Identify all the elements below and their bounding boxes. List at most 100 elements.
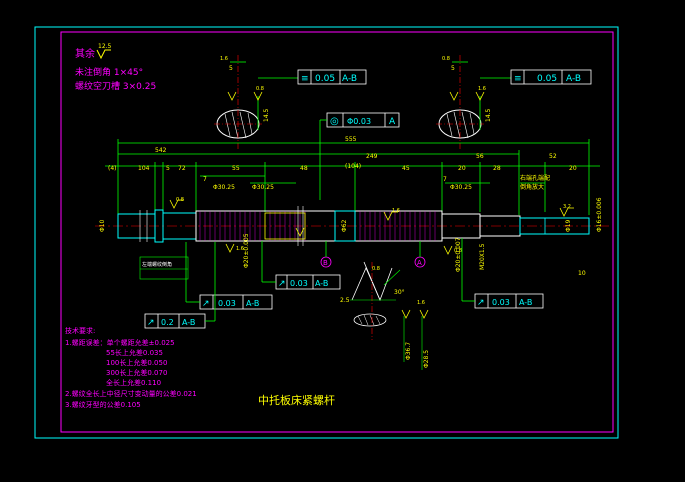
tol-value: 0.03: [290, 279, 308, 288]
roughness-symbol-icon: [96, 49, 111, 60]
dim-overall: 555: [345, 136, 357, 143]
dim: 28: [493, 165, 501, 172]
dim: 48: [300, 165, 308, 172]
tolerance-frame-1: ≡ 0.05 A-B: [297, 69, 367, 85]
tech-line: 2.螺纹全长上中径尺寸变动量的公差0.021: [65, 389, 197, 398]
roughness-marks: [169, 199, 574, 255]
detail-dim: Φ28.5: [423, 350, 430, 368]
roughness-label: 0.8: [256, 86, 264, 92]
roughness-label: 1.6: [392, 208, 400, 214]
shaft: [95, 206, 610, 246]
left-note: 左端螺纹倒角: [142, 261, 172, 268]
roughness-label: 1.6: [220, 56, 228, 62]
tech-line: 1.螺距误差：单个螺距允差±0.025: [65, 338, 175, 347]
tol-datum: A: [389, 117, 396, 127]
keyslot-section-right: 14.5 5 0.8 1.6: [436, 55, 511, 150]
dim: 20: [458, 165, 466, 172]
roughness-label: 1.6: [478, 86, 486, 92]
chamfer-note: 未注倒角 1×45°: [75, 66, 143, 78]
keyslot-depth-left: 5: [229, 65, 233, 72]
roughness-values: 0.8 1.6 1.6 0.8 3.2: [176, 197, 571, 254]
tech-heading: 技术要求:: [65, 326, 95, 335]
dim: 7: [443, 176, 447, 183]
tol-value: 0.2: [161, 318, 174, 327]
runout-icon: ↗: [202, 299, 210, 309]
thread-angle: 30°: [394, 289, 405, 296]
keyslot-dim-left: 14.5: [263, 108, 270, 122]
dim: 249: [366, 153, 378, 160]
dim: 104: [138, 165, 150, 172]
remaining-roughness: 12.5: [98, 43, 112, 50]
tech-line: 100长上允差0.050: [106, 358, 167, 367]
datum-a-label: A: [417, 259, 422, 267]
tech-line: 300长上允差0.070: [106, 368, 167, 377]
dim: 45: [402, 165, 410, 172]
tol-value: Φ0.03: [347, 117, 371, 126]
dimension-text: 555 542 (4) 104 5 72 55 48 (104) 249 45 …: [108, 136, 586, 277]
tol-datum: A-B: [182, 318, 195, 327]
dim: 52: [549, 153, 557, 160]
concentricity-icon: ◎: [330, 116, 339, 127]
tol-datum: A-B: [519, 298, 532, 307]
keyslot-dim-right: 14.5: [485, 108, 492, 122]
tol-value: 0.05: [315, 74, 335, 84]
phi-label: Φ62: [341, 219, 348, 232]
dim-bracket: (4): [108, 165, 117, 172]
dimension-lines: [105, 139, 600, 215]
dim: 20: [569, 165, 577, 172]
tolerance-frame-6: ↗ 0.03 A-B: [461, 238, 544, 309]
phi-label: Φ10: [99, 219, 106, 232]
tol-datum: A-B: [566, 74, 581, 84]
runout-icon: ↗: [477, 298, 485, 308]
thread-profile-detail: 30° 2.5 0.8 1.6 Φ36.7 Φ28.5: [340, 261, 430, 370]
roughness-label: 0.8: [454, 248, 462, 254]
tolerance-frame-3: ◎ Φ0.03 A: [319, 112, 400, 200]
roughness-label: 0.8: [372, 266, 380, 272]
dim: 7: [203, 176, 207, 183]
general-notes: 其余 12.5 未注倒角 1×45° 螺纹空刀槽 3×0.25: [75, 43, 156, 92]
groove-note: 螺纹空刀槽 3×0.25: [75, 80, 156, 92]
dia-label: Φ20±0.005: [243, 233, 250, 268]
tol-value: 0.03: [218, 299, 236, 308]
drawing-title: 中托板床紧螺杆: [258, 393, 335, 407]
tol-datum: A-B: [315, 279, 328, 288]
dim: 56: [476, 153, 484, 160]
roughness-label: 3.2: [563, 204, 571, 210]
datum-b-label: B: [323, 259, 328, 267]
tol-datum: A-B: [342, 74, 357, 84]
thread-dim: Φ30.25: [213, 184, 235, 191]
note: 右端孔端配: [520, 174, 550, 182]
tol-datum: A-B: [246, 299, 259, 308]
tech-line: 55长上允差0.035: [106, 348, 163, 357]
detail-dim: Φ36.7: [405, 342, 412, 360]
tol-value: 0.03: [492, 298, 510, 307]
thread-dim: Φ30.25: [252, 184, 274, 191]
roughness-label: 1.6: [417, 300, 425, 306]
phi-label: Φ19: [565, 219, 572, 232]
dim: (104): [345, 163, 361, 170]
tolerance-frame-4: ↗ 0.03 A-B: [261, 241, 341, 290]
tolerance-frame-7: ↗ 0.2 A-B: [144, 242, 216, 329]
left-thread-note: 左端螺纹倒角: [139, 256, 189, 280]
datum-a-marker: A: [414, 241, 426, 268]
symmetry-icon: ≡: [514, 74, 522, 84]
dim: 55: [232, 165, 240, 172]
datum-b-marker: B: [320, 241, 332, 268]
runout-icon: ↗: [147, 318, 155, 328]
dim: 10: [578, 270, 586, 277]
tech-line: 3.螺纹牙型的公差0.105: [65, 400, 141, 409]
keyslot-depth-right: 5: [451, 65, 455, 72]
keyslot-section-left: 14.5 5 1.6 0.8: [214, 55, 298, 150]
tolerance-frame-5: ↗ 0.03 A-B: [185, 242, 273, 310]
thread-dim: Φ30.25: [450, 184, 472, 191]
note: 倒角放大: [520, 183, 544, 191]
shaft-labels: Φ10 Φ62 Φ19 Φ16±0.006 Φ20±0.005 Φ20±0.00…: [99, 197, 603, 272]
roughness-label: 0.8: [442, 56, 450, 62]
dim-left-span: 542: [155, 147, 167, 154]
thread-pitch: 2.5: [340, 297, 350, 304]
dim: 5: [166, 165, 170, 172]
dim: 72: [178, 165, 186, 172]
runout-icon: ↗: [278, 279, 286, 289]
tolerance-frame-2: ≡ 0.05 A-B: [510, 69, 592, 85]
